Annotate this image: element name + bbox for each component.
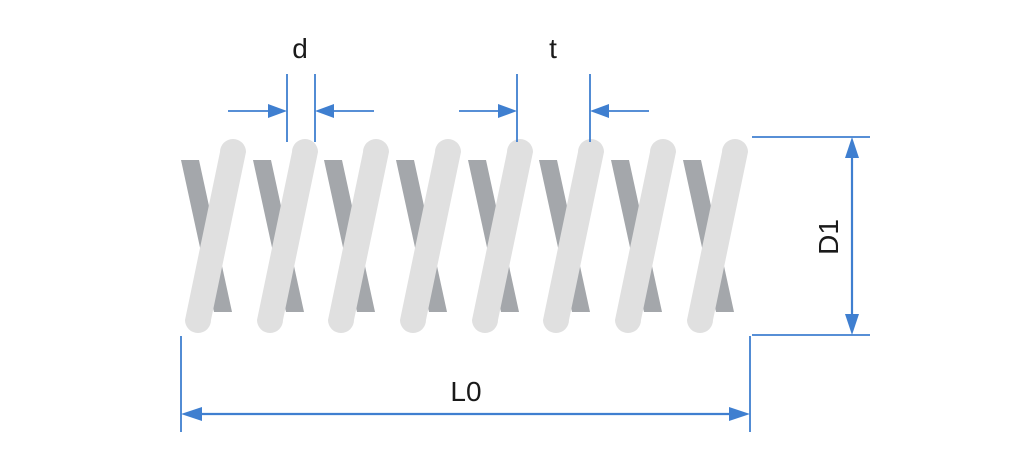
dimension-l0: L0	[180, 336, 751, 432]
d-arrow-left-head	[268, 104, 287, 118]
l0-label: L0	[450, 376, 481, 407]
d1-arrow-top-head	[845, 137, 859, 158]
front-coil-turn	[185, 139, 246, 333]
back-coil-segment	[755, 160, 806, 312]
l0-arrow-left-head	[181, 407, 202, 421]
l0-arrow-right-head	[729, 407, 750, 421]
t-arrow-right-head	[590, 104, 609, 118]
front-coil-turn	[400, 139, 461, 333]
spring-drawing	[181, 139, 820, 333]
front-coil-turn	[687, 139, 748, 333]
dimension-d: d	[228, 33, 374, 142]
d1-arrow-bottom-head	[845, 314, 859, 335]
d-label: d	[292, 33, 308, 64]
dimension-d1: D1	[752, 136, 870, 336]
front-coil-turn	[615, 139, 676, 333]
t-label: t	[549, 33, 557, 64]
front-coil-turn	[472, 139, 533, 333]
dimension-t: t	[459, 33, 649, 142]
front-coil-turn	[328, 139, 389, 333]
spring-front-coils	[185, 139, 820, 333]
front-coil-turn	[759, 139, 820, 333]
d-arrow-right-head	[315, 104, 334, 118]
front-coil-turn	[543, 139, 604, 333]
d1-label: D1	[813, 219, 844, 255]
front-coil-turn	[257, 139, 318, 333]
t-arrow-left-head	[498, 104, 517, 118]
